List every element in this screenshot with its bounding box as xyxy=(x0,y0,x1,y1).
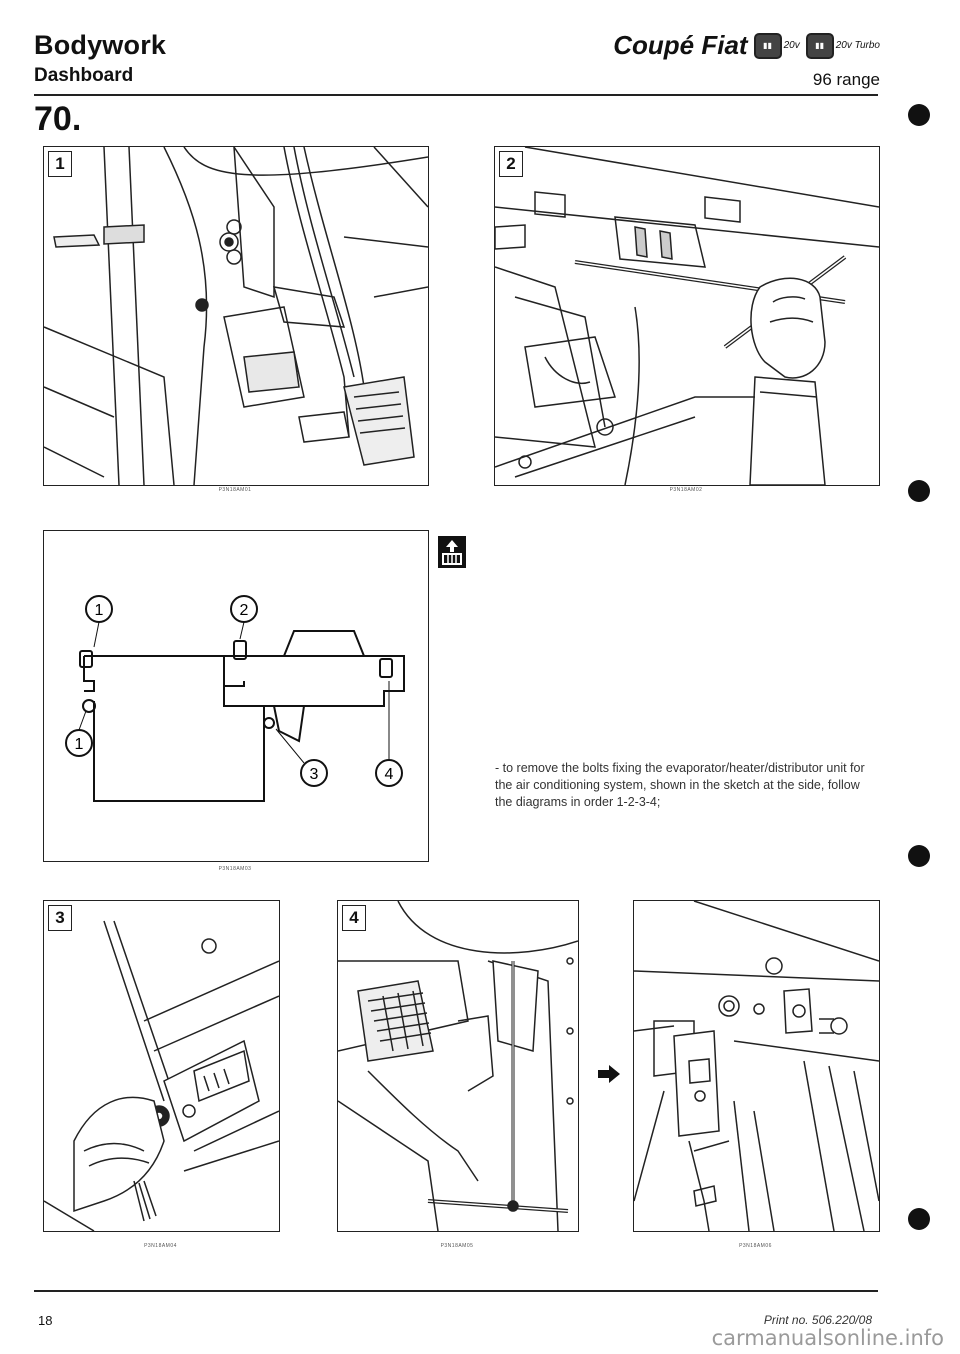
figure-5-illustration xyxy=(634,901,879,1231)
figure-3: 3 xyxy=(43,900,280,1232)
header-divider xyxy=(34,94,878,96)
range-label: 96 range xyxy=(812,70,880,89)
callout-label: 2 xyxy=(240,602,249,619)
page-number: 18 xyxy=(38,1313,53,1328)
bolt-sketch-diagram: 1 2 1 3 4 xyxy=(65,595,405,802)
binder-hole xyxy=(908,1208,930,1230)
binder-hole xyxy=(908,104,930,126)
section-title: Bodywork xyxy=(34,30,167,60)
engine-badge-1: ▮▮ 20v xyxy=(753,32,800,59)
engine-label-1: 20v xyxy=(783,40,800,51)
brand-header: Coupé Fiat ▮▮ 20v ▮▮ 20v Turbo xyxy=(613,30,880,61)
section-number: 70. xyxy=(34,100,82,138)
figure-code: P3N18AM06 xyxy=(739,1243,772,1249)
figure-5 xyxy=(633,900,880,1232)
figure-3-illustration xyxy=(44,920,279,1231)
callout-label: 1 xyxy=(95,602,104,619)
removal-icon xyxy=(438,536,466,568)
figure-number: 2 xyxy=(499,151,523,177)
instruction-text: - to remove the bolts fixing the evapora… xyxy=(495,761,865,809)
figure-code: P3N18AM03 xyxy=(218,866,252,872)
figure-number: 1 xyxy=(48,151,72,177)
engine-badge-2: ▮▮ 20v Turbo xyxy=(805,32,880,59)
right-arrow-icon xyxy=(596,1064,622,1084)
brand-name: Coupé Fiat xyxy=(613,30,748,60)
figure-number: 4 xyxy=(342,905,366,931)
figure-code: P3N18AM01 xyxy=(218,487,252,493)
engine-icon: ▮▮ xyxy=(753,32,782,59)
print-number: Print no. 506.220/08 xyxy=(763,1313,872,1327)
binder-hole xyxy=(908,480,930,502)
watermark: carmanualsonline.info xyxy=(711,1326,944,1350)
figure-1: 1 xyxy=(43,146,429,486)
figure-2: 2 xyxy=(494,146,880,486)
figure-code: P3N18AM05 xyxy=(440,1243,474,1249)
bolt-sketch: 1 2 1 3 4 xyxy=(43,530,429,862)
figure-4: 4 xyxy=(337,900,579,1232)
figure-code: P3N18AM04 xyxy=(144,1243,177,1249)
engine-label-2: 20v Turbo xyxy=(835,40,880,51)
figure-code: P3N18AM02 xyxy=(669,487,703,493)
binder-hole xyxy=(908,845,930,867)
figure-2-illustration xyxy=(495,147,879,485)
engine-icon: ▮▮ xyxy=(805,32,834,59)
callout-label: 1 xyxy=(75,736,84,753)
figure-4-illustration xyxy=(338,901,578,1231)
subsection-title: Dashboard xyxy=(34,65,134,86)
callout-label: 3 xyxy=(310,766,319,783)
figure-1-illustration xyxy=(44,147,428,485)
callout-label: 4 xyxy=(385,766,394,783)
footer-divider xyxy=(34,1290,878,1292)
figure-number: 3 xyxy=(48,905,72,931)
